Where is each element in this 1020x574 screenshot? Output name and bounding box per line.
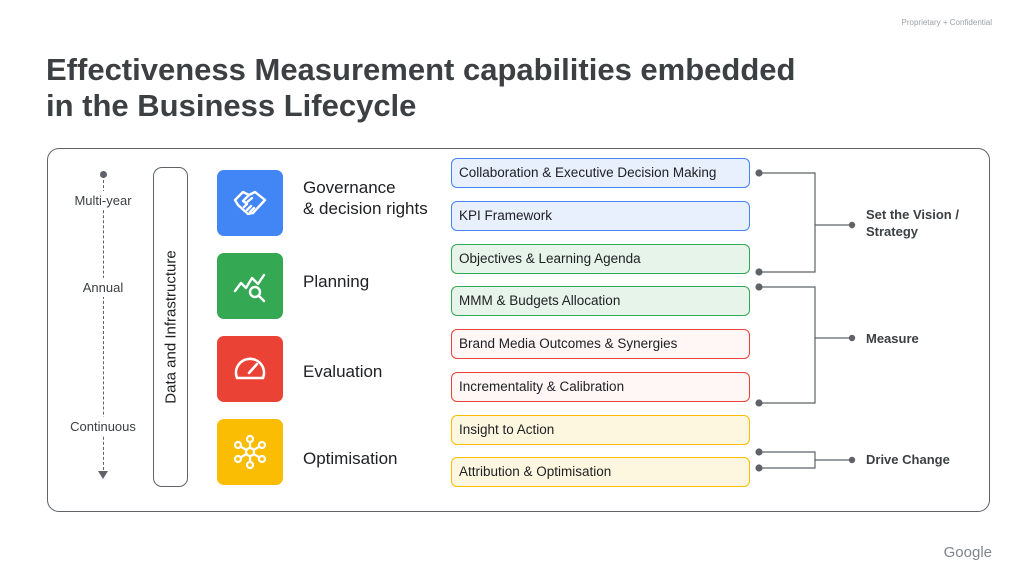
timeline-label-continuous: Continuous (58, 417, 148, 436)
handshake-icon (217, 170, 283, 236)
capability-mmm: MMM & Budgets Allocation (451, 286, 750, 316)
capability-kpi-framework: KPI Framework (451, 201, 750, 231)
phase-governance-line2: & decision rights (303, 199, 428, 218)
phase-label-evaluation: Evaluation (303, 362, 383, 381)
outcome-measure: Measure (866, 331, 919, 346)
capability-insight-to-action: Insight to Action (451, 415, 750, 445)
timeline-arrow-icon (98, 471, 108, 479)
title-line-2: in the Business Lifecycle (46, 88, 417, 123)
capability-objectives: Objectives & Learning Agenda (451, 244, 750, 274)
outcome-vision-line2: Strategy (866, 224, 919, 239)
data-infrastructure-bar: Data and Infrastructure (153, 167, 188, 487)
capability-brand-media: Brand Media Outcomes & Synergies (451, 329, 750, 359)
timeline-start-dot (100, 171, 107, 178)
chart-search-icon (217, 253, 283, 319)
google-logo: Google (943, 544, 992, 561)
capability-collaboration: Collaboration & Executive Decision Makin… (451, 158, 750, 188)
timeline-label-annual: Annual (58, 278, 148, 297)
confidential-notice: Proprietary + Confidential (901, 18, 993, 27)
timeline-label-multi-year: Multi-year (58, 191, 148, 210)
timeline-axis (103, 175, 104, 475)
outcome-drive-change: Drive Change (866, 452, 950, 467)
outcome-set-the-vision: Set the Vision / Strategy (866, 206, 986, 240)
lifecycle-panel (47, 148, 990, 512)
phase-label-planning: Planning (303, 272, 370, 291)
capability-attribution: Attribution & Optimisation (451, 457, 750, 487)
speedometer-icon (217, 336, 283, 402)
capability-incrementality: Incrementality & Calibration (451, 372, 750, 402)
slide-title: Effectiveness Measurement capabilities e… (46, 52, 946, 124)
phase-governance-line1: Governance (303, 178, 396, 197)
phase-label-optimisation: Optimisation (303, 449, 398, 468)
title-line-1: Effectiveness Measurement capabilities e… (46, 52, 796, 87)
outcome-vision-line1: Set the Vision / (866, 207, 959, 222)
phase-label-governance: Governance & decision rights (303, 177, 448, 219)
network-icon (217, 419, 283, 485)
